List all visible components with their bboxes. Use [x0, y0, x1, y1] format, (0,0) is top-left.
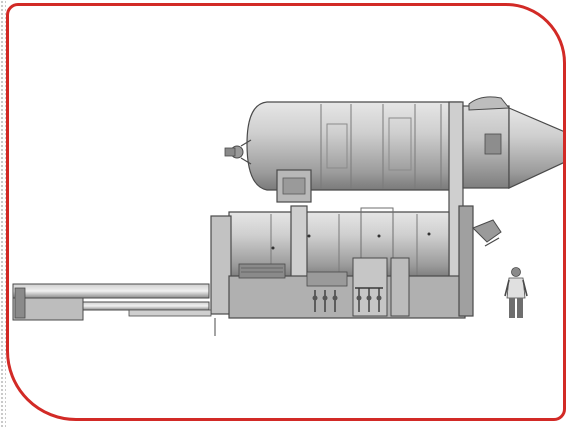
lower-vessel	[210, 205, 502, 319]
industrial-machine-illustration	[12, 96, 563, 336]
image-frame	[6, 3, 566, 421]
upper-vessel	[224, 96, 563, 317]
left-extension-rails	[12, 283, 216, 336]
dotted-left-edge	[0, 0, 6, 428]
human-figure-scale	[504, 267, 528, 318]
